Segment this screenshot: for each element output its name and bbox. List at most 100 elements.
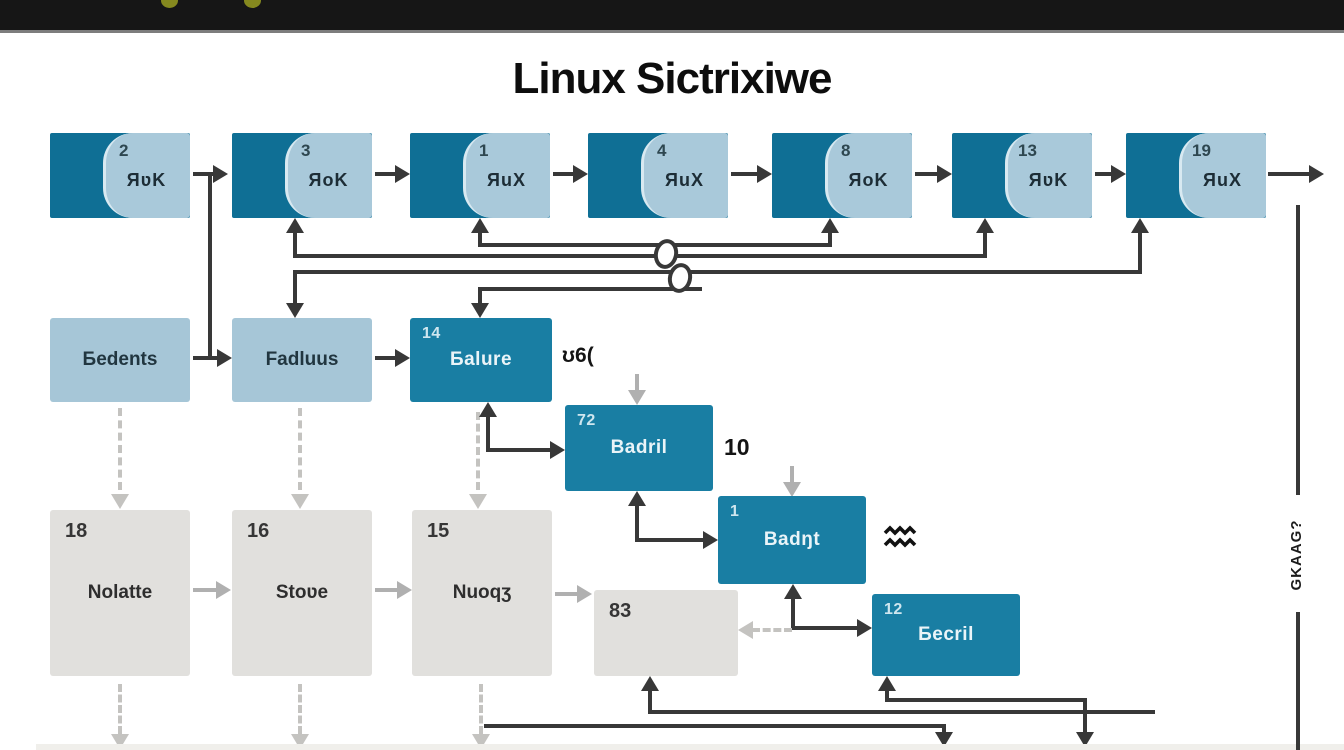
pipeline-box-face [463, 133, 550, 218]
side-rotated-label: GKAAG? [1288, 519, 1305, 591]
wave-squiggle-icon [883, 525, 917, 548]
arrowhead-right [397, 581, 412, 599]
arrowhead-up [641, 676, 659, 691]
box-label: Бalure [449, 349, 513, 370]
box-number: 1 [479, 141, 489, 160]
box-number: 12 [884, 601, 903, 618]
arrowhead-right [857, 619, 872, 637]
connector-line [648, 689, 652, 714]
arrowhead-up [976, 218, 994, 233]
dashed-connector [476, 412, 480, 490]
annotation-text: 10 [724, 434, 750, 460]
arrowhead-down [1076, 732, 1094, 747]
arrowhead-right [395, 165, 410, 183]
annotation-text: ʊ6( [562, 344, 594, 367]
dashed-connector [118, 408, 122, 490]
connector-line [885, 698, 1087, 702]
right-bus-line [1296, 205, 1300, 495]
logo-dot-icon [161, 0, 178, 8]
connector-rail [295, 254, 987, 258]
box-label: Badŋt [763, 529, 821, 550]
connector-line [208, 172, 212, 360]
flow-arrow-line [555, 592, 577, 596]
flow-arrow-line [915, 172, 938, 176]
pipeline-box-face [285, 133, 372, 218]
box-label: ЯuX [1203, 170, 1242, 190]
box-number: 18 [65, 520, 88, 542]
flow-arrow-line [193, 356, 219, 360]
arrowhead-down [471, 303, 489, 318]
arrowhead-right [757, 165, 772, 183]
arrowhead-up [628, 491, 646, 506]
arrowhead-up [286, 218, 304, 233]
storage-box-stove: 16 Stoʋe [232, 510, 372, 676]
arrowhead-right [703, 531, 718, 549]
connector-line [1083, 698, 1087, 734]
top-bar [0, 0, 1344, 33]
flow-arrow-line [193, 588, 217, 592]
pipeline-box-4: 4 ЯuX [588, 133, 728, 218]
dashed-connector [752, 628, 792, 632]
pipeline-box-5: 8 ЯoK [772, 133, 912, 218]
box-label: ЯoK [848, 170, 889, 190]
box-number: 83 [609, 600, 632, 622]
arrowhead-up [479, 402, 497, 417]
box-number: 3 [301, 141, 311, 160]
connector-line [293, 231, 297, 258]
connector-line [885, 689, 889, 702]
box-label: ЯʋK [1028, 170, 1069, 190]
connector-line [635, 374, 639, 392]
box-label: ЯoK [308, 170, 349, 190]
box-number: 14 [422, 325, 441, 342]
logo-dot-icon [244, 0, 261, 8]
arrowhead-up [784, 584, 802, 599]
arrowhead-up [821, 218, 839, 233]
box-number: 72 [577, 412, 596, 429]
arrowhead-right [577, 585, 592, 603]
dashed-connector [479, 684, 483, 734]
arrowhead-up [1131, 218, 1149, 233]
arrowhead-right [1111, 165, 1126, 183]
bottom-row-edge [36, 744, 1344, 750]
arrowhead-down [111, 494, 129, 509]
pipeline-box-3: 1 ЯuX [410, 133, 550, 218]
box-number: 16 [247, 520, 270, 542]
process-box-balure: 14 Бalure [410, 318, 552, 402]
right-bus-line [1296, 612, 1300, 750]
pipeline-box-2: 3 ЯoK [232, 133, 372, 218]
storage-box-83: 83 [594, 590, 738, 676]
connector-line [942, 724, 946, 734]
connector-line [478, 287, 482, 305]
pipeline-box-1: 2 ЯʋK [50, 133, 190, 218]
dashed-connector [298, 408, 302, 490]
flow-arrow-line [375, 172, 396, 176]
connector-line [486, 415, 490, 452]
pipeline-box-7: 19 ЯuX [1126, 133, 1266, 218]
box-label: Nuoqʒ [452, 582, 512, 603]
connector-line [293, 270, 297, 305]
flow-arrow-line [731, 172, 758, 176]
flow-arrow-line [193, 172, 214, 176]
box-label: Stoʋe [275, 582, 329, 603]
pipeline-box-6: 13 ЯʋK [952, 133, 1092, 218]
arrowhead-right [216, 581, 231, 599]
pipeline-box-face [103, 133, 190, 218]
box-number: 19 [1192, 141, 1211, 160]
box-label: Nolatte [87, 582, 153, 603]
box-label: Badril [610, 437, 668, 458]
arrowhead-down [286, 303, 304, 318]
arrowhead-left [738, 621, 753, 639]
arrowhead-right [213, 165, 228, 183]
arrowhead-down [628, 390, 646, 405]
pipeline-box-face [1005, 133, 1092, 218]
arrowhead-up [878, 676, 896, 691]
flow-arrow-line [1268, 172, 1310, 176]
flow-arrow-line [375, 588, 397, 592]
flow-arrow-line [1095, 172, 1112, 176]
arrowhead-right [217, 349, 232, 367]
connector-rail [480, 287, 702, 291]
box-label: ЯuX [665, 170, 704, 190]
pipeline-box-face [641, 133, 728, 218]
box-label: Бecril [918, 624, 974, 645]
connector-line [635, 538, 704, 542]
